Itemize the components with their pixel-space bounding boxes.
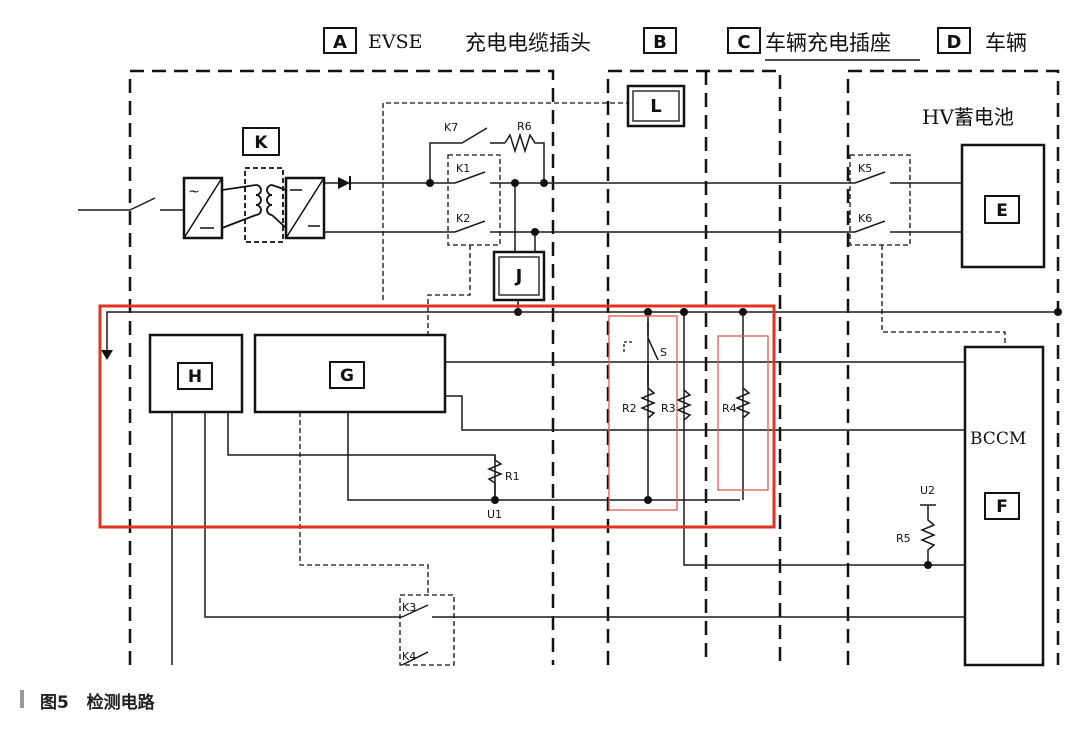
block-g <box>329 361 365 389</box>
section-a-name: EVSE <box>368 31 422 53</box>
section-b-box <box>643 27 677 54</box>
cable-plug-label: 充电电缆插头 <box>465 31 591 55</box>
section-d-letter: D <box>947 32 962 53</box>
block-e <box>984 195 1020 224</box>
section-d-box <box>937 27 971 54</box>
u1-label: U1 <box>487 508 502 521</box>
block-j-label: J <box>514 266 523 287</box>
converter-left: ~ <box>182 176 224 240</box>
vehicle-inlet-label: 车辆充电插座 <box>765 31 891 55</box>
r2-label: R2 <box>622 402 637 415</box>
converter-right <box>284 176 326 240</box>
block-h-label: H <box>188 367 202 387</box>
section-b-letter: B <box>653 32 667 53</box>
highlight-frame <box>98 304 776 529</box>
k4-label: K4 <box>402 650 416 663</box>
k6-label: K6 <box>858 212 872 225</box>
bccm-label: BCCM <box>970 429 1026 449</box>
k2-label: K2 <box>456 212 470 225</box>
caption-marker <box>20 690 24 708</box>
block-k <box>242 127 280 156</box>
block-f-label: F <box>996 497 1008 517</box>
r6-label: R6 <box>517 120 532 133</box>
block-j <box>492 250 546 302</box>
block-h <box>177 362 213 390</box>
block-f <box>984 492 1020 520</box>
r5-label: R5 <box>896 532 911 545</box>
k5-label: K5 <box>858 162 872 175</box>
block-g-label: G <box>340 366 354 386</box>
r3-label: R3 <box>661 402 676 415</box>
k7-label: K7 <box>444 121 458 134</box>
block-k-label: K <box>254 133 268 153</box>
figure-caption: 图5 检测电路 <box>40 688 155 713</box>
block-e-label: E <box>996 201 1008 221</box>
block-l <box>626 84 686 128</box>
svg-text:~: ~ <box>188 184 200 200</box>
r4-label: R4 <box>722 402 737 415</box>
figure-number: 图5 <box>40 693 69 713</box>
section-c-letter: C <box>737 32 750 53</box>
highlight-inner-left <box>608 315 678 511</box>
section-boundaries <box>128 69 1060 665</box>
section-a-box <box>323 27 357 54</box>
block-l-label: L <box>650 96 661 117</box>
k3-label: K3 <box>402 601 416 614</box>
r1-label: R1 <box>505 470 520 483</box>
transformer <box>221 167 287 243</box>
hv-battery-label: HV蓄电池 <box>922 105 1014 129</box>
diode-symbol <box>338 177 350 189</box>
section-c-box <box>727 27 761 54</box>
section-a-letter: A <box>333 32 347 53</box>
vehicle-label: 车辆 <box>985 31 1027 55</box>
k1-label: K1 <box>456 162 470 175</box>
s-label: S <box>660 346 667 359</box>
figure-title: 检测电路 <box>86 693 155 713</box>
highlight-inner-right <box>717 335 769 491</box>
u2-label: U2 <box>920 484 935 497</box>
